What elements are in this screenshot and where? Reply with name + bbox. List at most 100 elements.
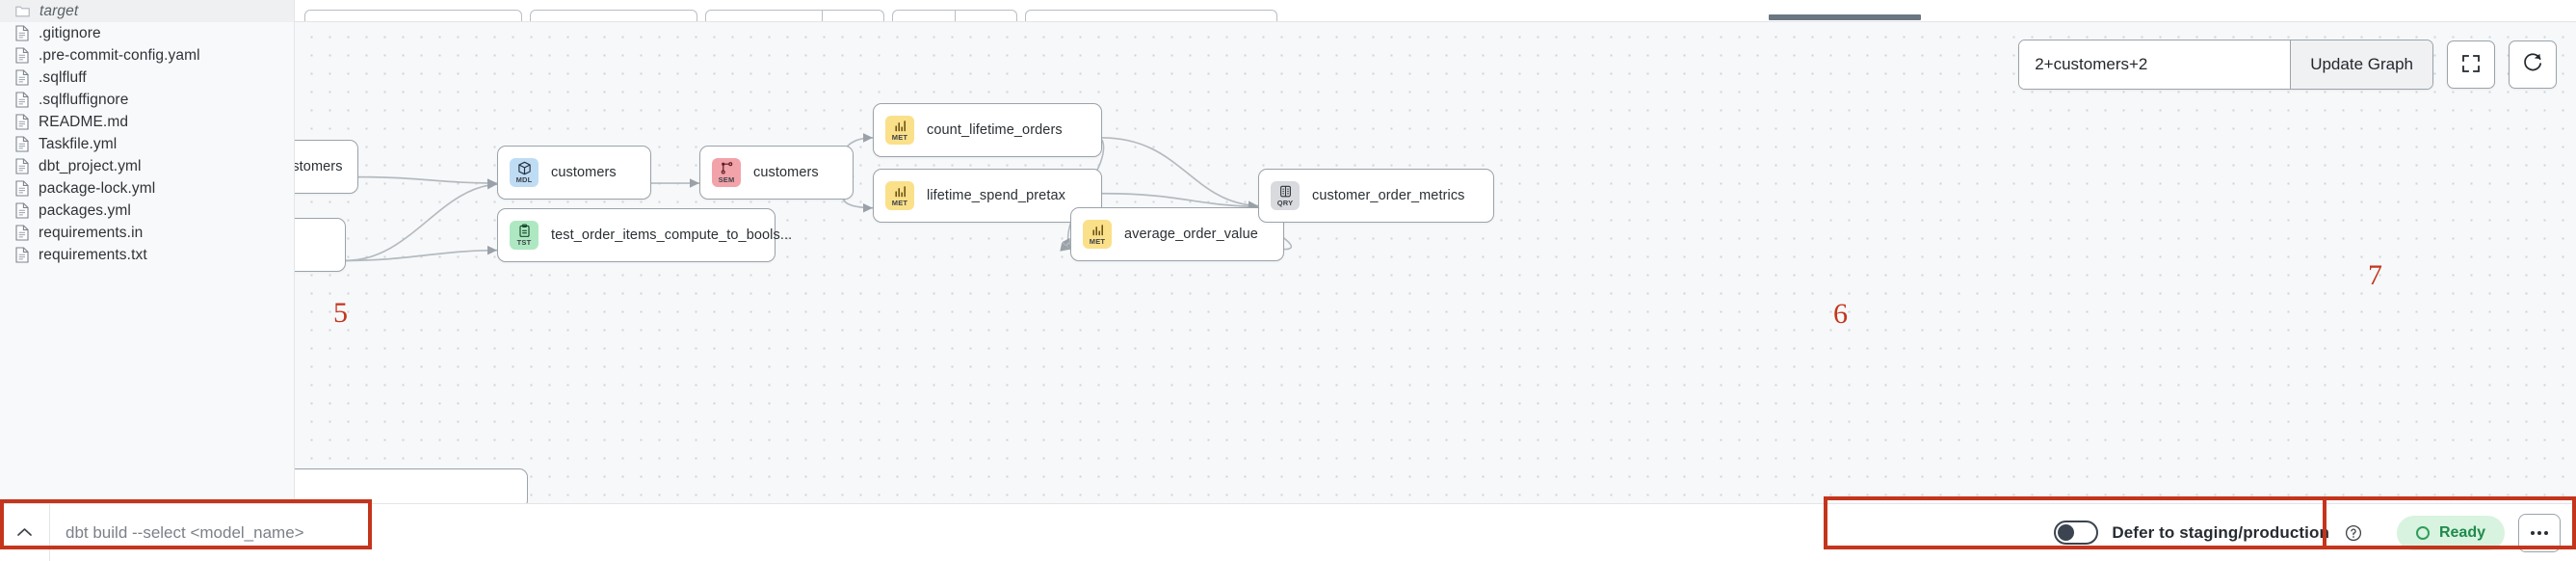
file-icon (15, 136, 29, 152)
file-row[interactable]: .gitignore (0, 22, 294, 44)
file-icon (15, 114, 29, 130)
graph-edges (345, 133, 1293, 262)
defer-toggle[interactable] (2054, 521, 2099, 545)
file-row[interactable]: README.md (0, 111, 294, 133)
help-circle-icon[interactable] (2345, 524, 2362, 542)
chevron-up-icon (16, 522, 33, 544)
metric-icon: MET (1083, 220, 1112, 249)
more-options-button[interactable] (2518, 513, 2561, 552)
tab-stub-group[interactable] (705, 10, 884, 21)
update-graph-button[interactable]: Update Graph (2290, 40, 2432, 89)
toggle-knob (2058, 524, 2075, 541)
graph-node[interactable]: MET lifetime_spend_pretax (873, 169, 1102, 223)
file-icon (15, 69, 29, 86)
editor-tab-strip[interactable] (295, 0, 2576, 22)
graph-node-label: customers (551, 165, 617, 180)
file-name: requirements.txt (39, 246, 147, 263)
node-kind-abbr: MET (891, 199, 908, 208)
file-icon (15, 25, 29, 41)
defer-label: Defer to staging/production (2112, 522, 2329, 542)
graph-node[interactable]: MET average_order_value (1070, 207, 1284, 261)
file-name: .sqlfluffignore (39, 91, 129, 108)
active-tab-indicator (1769, 14, 1921, 20)
graph-selector-input[interactable] (2019, 40, 2291, 89)
circle-icon (2415, 525, 2430, 540)
graph-node-label: count_lifetime_orders (927, 122, 1063, 138)
status-badge[interactable]: Ready (2396, 515, 2505, 550)
graph-node[interactable]: MET count_lifetime_orders (873, 103, 1102, 157)
tab-stub[interactable] (304, 10, 522, 21)
file-row[interactable]: requirements.in (0, 222, 294, 244)
graph-node-label: average_order_value (1124, 227, 1258, 242)
file-name: packages.yml (39, 201, 131, 219)
folder-icon (15, 3, 30, 19)
file-row[interactable]: package-lock.yml (0, 177, 294, 200)
node-kind-abbr: TST (516, 238, 532, 248)
file-row[interactable]: dbt_project.yml (0, 155, 294, 177)
graph-node-label: test_order_items_compute_to_bools... (551, 227, 793, 243)
file-name: README.md (39, 113, 129, 130)
graph-node-label: customers (753, 165, 819, 180)
graph-selector-group[interactable]: Update Graph (2018, 40, 2433, 90)
refresh-icon-button[interactable] (2509, 40, 2557, 89)
file-icon (15, 180, 29, 197)
expand-icon-button[interactable] (2447, 40, 2495, 89)
chevron-up-icon-button[interactable] (0, 504, 50, 561)
file-icon (15, 247, 29, 263)
file-name: dbt_project.yml (39, 157, 142, 174)
file-icon (15, 202, 29, 219)
graph-node[interactable]: orders (295, 218, 346, 272)
more-horizontal-icon (2531, 530, 2548, 535)
tab-stub-group[interactable] (892, 10, 1017, 21)
file-name: target (39, 2, 79, 19)
graph-controls: Update Graph (2018, 40, 2557, 90)
file-icon (15, 47, 29, 64)
file-name: package-lock.yml (39, 179, 156, 197)
file-name: Taskfile.yml (39, 135, 118, 152)
graph-node[interactable]: stg_customers (295, 140, 358, 194)
file-row[interactable]: .sqlfluff (0, 67, 294, 89)
file-icon (15, 92, 29, 108)
graph-node[interactable]: SEM customers (699, 146, 854, 200)
node-kind-abbr: MET (1089, 237, 1106, 247)
tab-stub[interactable] (530, 10, 697, 21)
status-label: Ready (2438, 523, 2485, 541)
file-list: target .gitignore .pre-commit-config.yaml.… (0, 0, 294, 266)
file-name: .gitignore (39, 24, 101, 41)
status-bar-right: Defer to staging/production Ready (2040, 504, 2576, 561)
graph-node[interactable]: MDL customers (497, 146, 651, 200)
metric-icon: MET (885, 116, 914, 145)
body-row: target .gitignore .pre-commit-config.yaml.… (0, 0, 2576, 503)
file-explorer-sidebar[interactable]: target .gitignore .pre-commit-config.yaml.… (0, 0, 295, 503)
dbt-command-input[interactable] (50, 522, 329, 543)
expand-icon (2460, 53, 2482, 77)
node-kind-abbr: SEM (718, 175, 735, 185)
node-kind-abbr: QRY (1276, 199, 1294, 208)
test-icon: TST (510, 221, 539, 250)
file-row[interactable]: .pre-commit-config.yaml (0, 44, 294, 67)
file-name: .pre-commit-config.yaml (39, 46, 200, 64)
graph-node-label: customer_order_metrics (1312, 188, 1465, 203)
clipped-panel-stub (295, 468, 528, 503)
file-name: .sqlfluff (39, 68, 87, 86)
graph-node[interactable]: QRY customer_order_metrics (1258, 169, 1494, 223)
file-icon (15, 158, 29, 174)
tab-stub[interactable] (1025, 10, 1277, 21)
refresh-icon (2522, 52, 2544, 77)
defer-control-group: Defer to staging/production (2040, 504, 2379, 561)
file-row[interactable]: requirements.txt (0, 244, 294, 266)
model-icon: MDL (510, 158, 539, 187)
file-row[interactable]: .sqlfluffignore (0, 89, 294, 111)
file-row[interactable]: packages.yml (0, 200, 294, 222)
graph-node-label: stg_customers (295, 159, 343, 174)
file-row[interactable]: target (0, 0, 294, 22)
graph-node[interactable]: TST test_order_items_compute_to_bools... (497, 208, 792, 262)
file-row[interactable]: Taskfile.yml (0, 133, 294, 155)
graph-node-label: lifetime_spend_pretax (927, 188, 1065, 203)
file-name: requirements.in (39, 224, 144, 241)
file-icon (15, 225, 29, 241)
query-icon: QRY (1271, 181, 1300, 210)
node-kind-abbr: MDL (515, 175, 533, 185)
